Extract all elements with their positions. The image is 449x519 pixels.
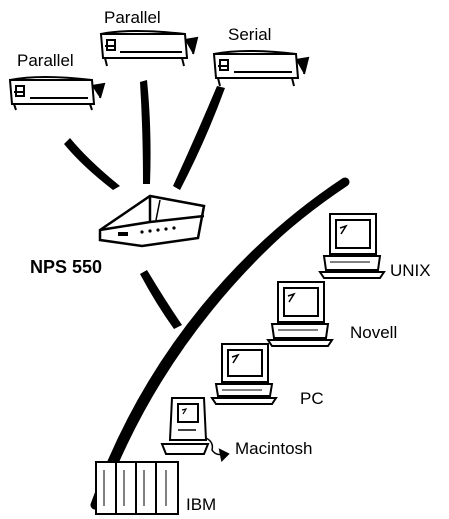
printer-parallel-left (8, 76, 106, 111)
link-right-printer (173, 86, 225, 190)
host-label-ibm: IBM (186, 495, 217, 514)
printer-label-right: Serial (228, 25, 272, 44)
host-label-unix: UNIX (390, 261, 431, 280)
host-label-novell: Novell (350, 323, 398, 342)
server-link (140, 270, 182, 329)
link-middle-printer (140, 80, 151, 184)
printer-parallel-middle (99, 30, 199, 67)
printer-links (64, 80, 225, 190)
host-label-pc: PC (300, 389, 324, 408)
macintosh-computer (160, 397, 230, 463)
network-backbone (90, 177, 350, 510)
link-left-printer (64, 138, 120, 190)
ibm-mainframe (95, 461, 179, 515)
pc-desktop (210, 343, 278, 405)
novell-workstation (266, 281, 334, 347)
host-label-macintosh: Macintosh (235, 439, 313, 458)
printer-label-middle: Parallel (104, 8, 161, 27)
printer-label-left: Parallel (17, 51, 74, 70)
printer-serial (212, 50, 310, 87)
unix-workstation (318, 213, 386, 279)
nps-550-server (98, 194, 206, 248)
server-label: NPS 550 (30, 257, 103, 277)
